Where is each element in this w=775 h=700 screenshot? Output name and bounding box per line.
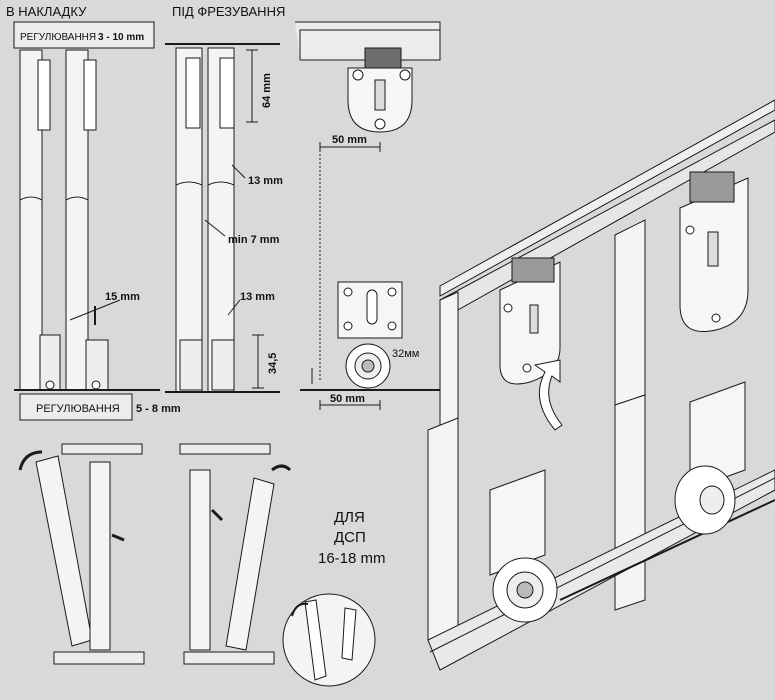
board-label-line3: 16-18 mm <box>318 550 386 567</box>
milling-heading: ПІД ФРЕЗУВАННЯ <box>172 4 285 19</box>
dimension-min7mm: min 7 mm <box>228 234 280 246</box>
overlay-heading: В НАКЛАДКУ <box>6 4 87 19</box>
perspective-view <box>427 99 775 671</box>
dimension-64mm: 64 mm <box>261 73 273 108</box>
dimension-13mm-bottom: 13 mm <box>240 291 275 303</box>
top-adjust-range: 3 - 10 mm <box>98 32 144 43</box>
tilt-sequence <box>18 443 376 687</box>
overlay-section <box>13 21 160 421</box>
dimension-50mm-top: 50 mm <box>332 134 367 146</box>
bottom-adjust-label: РЕГУЛЮВАННЯ <box>36 403 120 415</box>
dimension-50mm-bottom: 50 mm <box>330 393 365 405</box>
dimension-13mm-top: 13 mm <box>248 175 283 187</box>
board-label-line2: ДСП <box>334 529 366 546</box>
board-label-line1: ДЛЯ <box>334 509 365 526</box>
hanger-detail <box>295 21 441 410</box>
bottom-adjust-range: 5 - 8 mm <box>136 403 181 415</box>
dimension-34-5: 34,5 <box>267 353 279 374</box>
top-adjust-label: РЕГУЛЮВАННЯ <box>20 32 96 43</box>
dimension-15mm: 15 mm <box>105 291 140 303</box>
milling-section <box>165 43 280 393</box>
dimension-32mm: 32мм <box>392 348 419 360</box>
